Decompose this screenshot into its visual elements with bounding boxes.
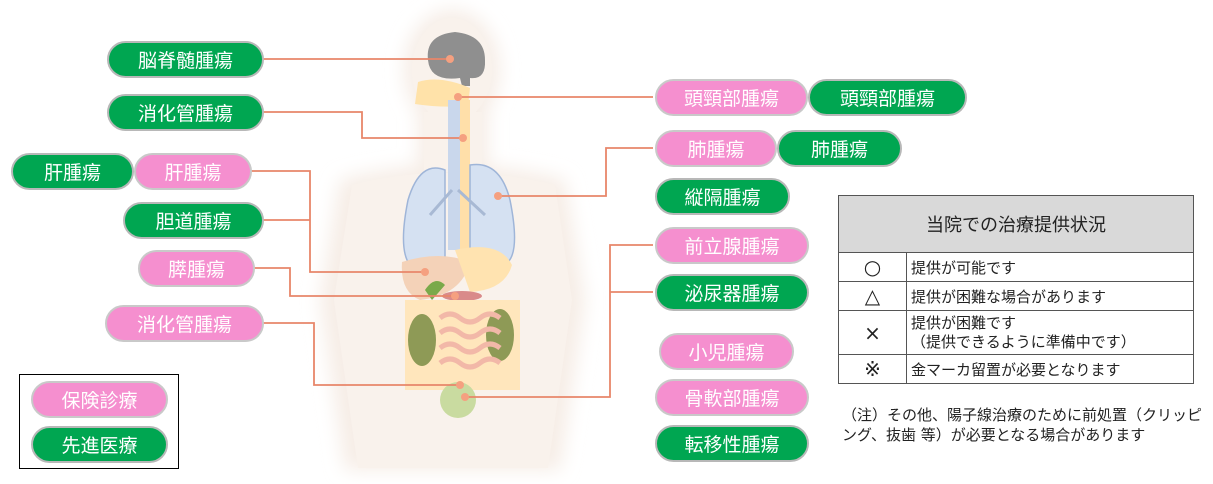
status-table: 当院での治療提供状況 ○ 提供が可能です △ 提供が困難な場合があります × 提… (838, 195, 1194, 384)
liver-organ (401, 256, 470, 300)
pill-brain: 脳脊髄腫瘍 (107, 41, 264, 78)
pill-metastasis: 転移性腫瘍 (655, 425, 809, 462)
pill-bone: 骨軟部腫瘍 (655, 379, 809, 416)
legend-advanced: 先進医療 (31, 426, 168, 463)
connector-lines (250, 58, 653, 398)
pill-headneck-green: 頭頸部腫瘍 (808, 79, 967, 116)
organ-markers (421, 55, 502, 401)
pill-bile: 胆道腫瘍 (123, 202, 264, 239)
row-text: 提供が可能です (906, 252, 1194, 282)
pill-mediastinum: 縦隔腫瘍 (655, 178, 790, 215)
footnote: （注）その他、陽子線治療のために前処置（クリッピング、抜歯 等）が必要となる場合… (842, 406, 1203, 444)
pill-digestive-upper: 消化管腫瘍 (107, 94, 264, 131)
symbol-triangle: △ (838, 281, 907, 311)
pill-prostate: 前立腺腫瘍 (655, 227, 809, 264)
table-row: △ 提供が困難な場合があります (838, 281, 1194, 311)
table-row: ○ 提供が可能です (838, 252, 1194, 282)
row-text: 金マーカ留置が必要となります (906, 354, 1194, 384)
symbol-circle: ○ (838, 252, 907, 282)
legend-insurance: 保険診療 (31, 381, 168, 418)
symbol-reference-mark: ※ (838, 354, 907, 384)
table-header: 当院での治療提供状況 (838, 195, 1194, 253)
row-text-line1: 提供が困難です (911, 313, 1017, 332)
trachea (448, 100, 462, 250)
pill-lung-green: 肺腫瘍 (777, 130, 902, 167)
pill-liver-pink: 肝腫瘍 (134, 153, 252, 190)
brain-organ (427, 32, 486, 86)
bladder-organ (440, 382, 476, 418)
row-text: 提供が困難な場合があります (906, 281, 1194, 311)
row-text-line2: （提供できるように準備中です） (911, 332, 1136, 351)
legend-box: 保険診療 先進医療 (19, 374, 179, 469)
right-kidney (486, 309, 514, 361)
left-kidney (408, 314, 436, 366)
pill-digestive-lower: 消化管腫瘍 (105, 305, 264, 342)
esophagus (460, 100, 470, 270)
stomach-organ (455, 247, 512, 292)
table-row: × 提供が困難です （提供できるように準備中です） (838, 310, 1194, 355)
pill-urinary: 泌尿器腫瘍 (655, 274, 809, 311)
pill-pancreas: 膵腫瘍 (138, 250, 255, 287)
bronchi (428, 188, 487, 217)
table-row: ※ 金マーカ留置が必要となります (838, 354, 1194, 384)
pill-lung-pink: 肺腫瘍 (655, 130, 777, 167)
right-lung (469, 163, 516, 263)
pill-headneck-pink: 頭頸部腫瘍 (655, 79, 808, 116)
row-text: 提供が困難です （提供できるように準備中です） (906, 310, 1194, 355)
symbol-cross: × (838, 310, 907, 355)
small-intestine (438, 311, 502, 370)
pill-pediatric: 小児腫瘍 (659, 333, 794, 370)
pill-liver-green: 肝腫瘍 (11, 153, 134, 190)
